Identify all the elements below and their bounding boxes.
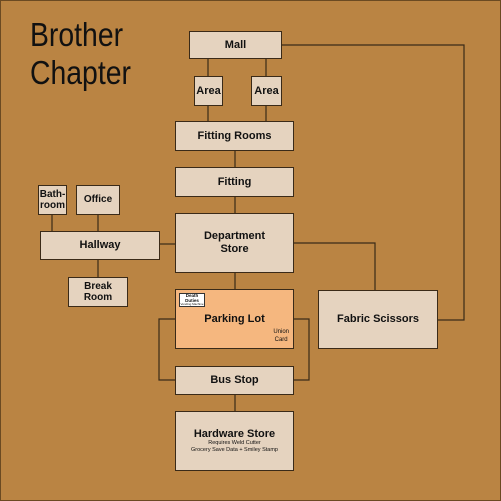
link-parking-bus-left (158, 318, 175, 381)
hardware-store-label: Hardware Store (193, 427, 276, 440)
node-bathroom: Bath- room (38, 185, 67, 215)
hardware-note-weld: Requires Weld Cutter (208, 440, 261, 447)
node-hardware-store: Hardware Store Requires Weld Cutter Groc… (175, 411, 294, 471)
death-duties-badge: Death Duties Vending Machine (179, 293, 205, 307)
node-fitting: Fitting (175, 167, 294, 197)
node-area-left: Area (194, 76, 223, 106)
node-area-right: Area (251, 76, 282, 106)
node-fitting-rooms: Fitting Rooms (175, 121, 294, 151)
node-department-store: Department Store (175, 213, 294, 273)
badge-title: Death Duties (185, 293, 199, 303)
link-mall-fabric (282, 44, 465, 321)
node-bus-stop: Bus Stop (175, 366, 294, 395)
diagram-title: Brother Chapter (30, 16, 131, 91)
node-hallway: Hallway (40, 231, 160, 260)
node-break-room: Break Room (68, 277, 128, 307)
hardware-note-grocery: Grocery Save Data + Smiley Stamp (191, 447, 278, 454)
badge-subtitle: Vending Machine (180, 302, 204, 306)
link-parking-bus-right (294, 318, 310, 381)
node-office: Office (76, 185, 120, 215)
node-fabric-scissors: Fabric Scissors (318, 290, 438, 349)
union-card-note: Union Card (273, 329, 289, 343)
parking-lot-label: Parking Lot (204, 312, 265, 325)
node-mall: Mall (189, 31, 282, 59)
link-department-fabric (294, 242, 376, 290)
node-parking-lot: Death Duties Vending Machine Parking Lot… (175, 289, 294, 349)
